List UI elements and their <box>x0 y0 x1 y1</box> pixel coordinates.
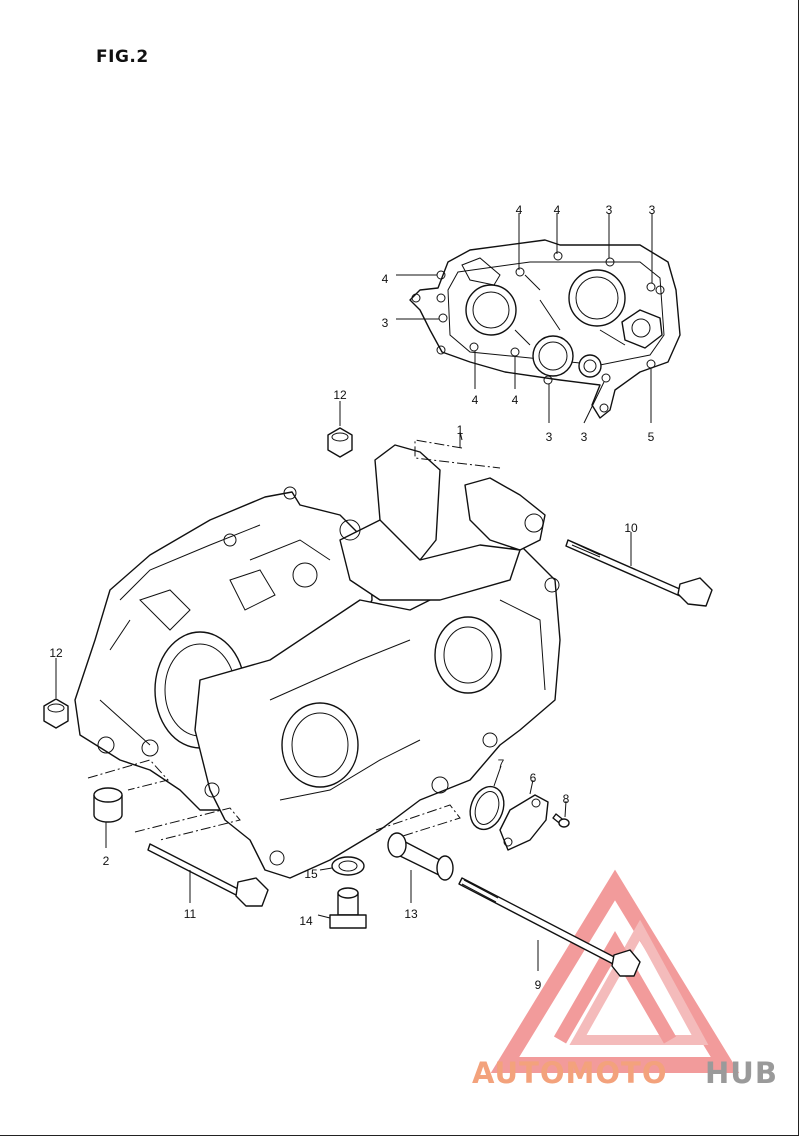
callout-12: 12 <box>333 388 347 402</box>
watermark-text-secondary: HUB <box>705 1056 778 1090</box>
callout-3: 3 <box>581 430 588 444</box>
screw-8 <box>552 800 570 828</box>
callout-3: 3 <box>546 430 553 444</box>
washer-15 <box>319 856 365 876</box>
crankcase-inner-view <box>396 213 681 424</box>
callout-8: 8 <box>563 792 570 806</box>
callout-5: 5 <box>648 430 655 444</box>
crankcase-assembly <box>74 432 561 879</box>
drain-plug-14 <box>317 887 367 929</box>
callout-3: 3 <box>606 203 613 217</box>
callout-6: 6 <box>530 771 537 785</box>
dowel-pin <box>93 787 123 848</box>
callout-12: 12 <box>49 646 63 660</box>
callout-2: 2 <box>103 854 110 868</box>
watermark-logo <box>490 869 740 1073</box>
callout-11: 11 <box>184 907 197 921</box>
watermark-text-primary: AUTOMOTO <box>472 1056 667 1090</box>
long-bolt-9 <box>458 877 641 977</box>
callout-4: 4 <box>512 393 519 407</box>
sleeve-13 <box>387 832 454 903</box>
callout-4: 4 <box>516 203 523 217</box>
nut-top <box>327 401 353 458</box>
callout-9: 9 <box>535 978 542 992</box>
callout-4: 4 <box>554 203 561 217</box>
callout-7: 7 <box>498 757 505 771</box>
cover-plate-6 <box>499 779 549 851</box>
callout-3: 3 <box>382 316 389 330</box>
callout-4: 4 <box>472 393 479 407</box>
callout-10: 10 <box>624 521 638 535</box>
bolt-11 <box>147 843 269 907</box>
callout-13: 13 <box>404 907 418 921</box>
watermark-text: AUTOMOTO HUB <box>472 1056 778 1090</box>
callout-14: 14 <box>299 914 313 928</box>
callout-3: 3 <box>649 203 656 217</box>
o-ring-7 <box>469 765 505 831</box>
callout-15: 15 <box>304 867 318 881</box>
figure-title: FIG.2 <box>96 47 149 67</box>
callout-4: 4 <box>382 272 389 286</box>
long-bolt-10 <box>565 532 713 607</box>
callout-1: 1 <box>457 423 464 437</box>
nut-left <box>43 658 69 729</box>
